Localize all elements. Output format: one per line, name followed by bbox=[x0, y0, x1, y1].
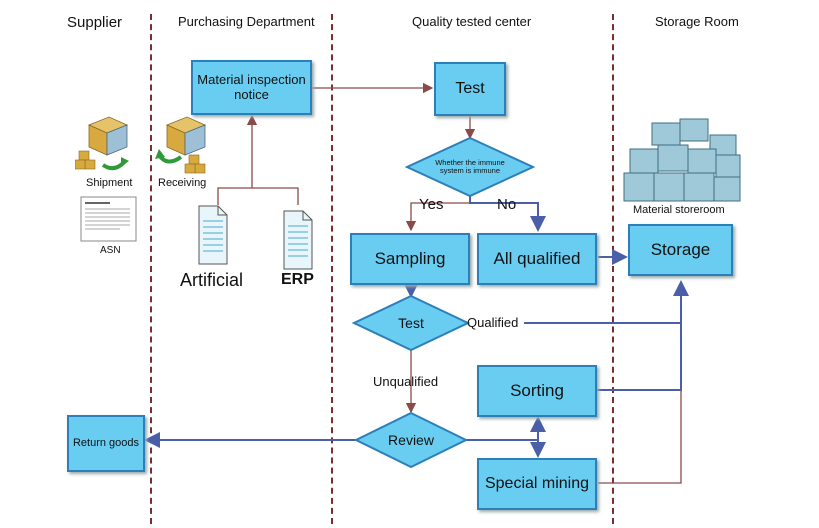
receiving-label: Receiving bbox=[158, 177, 207, 189]
sorting-box[interactable]: Sorting bbox=[477, 365, 597, 417]
artificial-label: Artificial bbox=[180, 270, 244, 290]
artificial-document-icon bbox=[198, 205, 228, 265]
asn-document-icon bbox=[80, 196, 137, 242]
sampling-box[interactable]: Sampling bbox=[350, 233, 470, 285]
material-inspection-notice-box[interactable]: Material inspection notice bbox=[191, 60, 312, 115]
lane-title-purchasing: Purchasing Department bbox=[178, 14, 315, 29]
edge-label-qualified: Qualified bbox=[467, 315, 519, 330]
immune-check-diamond bbox=[404, 136, 536, 198]
special-mining-box[interactable]: Special mining bbox=[477, 458, 597, 510]
shipment-icon bbox=[75, 116, 129, 171]
lane-divider-3 bbox=[612, 14, 614, 524]
material-storeroom-icon bbox=[623, 118, 741, 202]
erp-label: ERP bbox=[281, 271, 314, 288]
lane-title-quality: Quality tested center bbox=[412, 14, 532, 29]
lane-title-supplier: Supplier bbox=[67, 14, 123, 31]
edge-label-yes: Yes bbox=[419, 196, 444, 213]
edge-label-no: No bbox=[497, 196, 517, 213]
shipment-label: Shipment bbox=[86, 177, 133, 189]
material-storeroom-label: Material storeroom bbox=[633, 204, 725, 216]
return-goods-box[interactable]: Return goods bbox=[67, 415, 145, 472]
lane-divider-1 bbox=[150, 14, 152, 524]
review-diamond bbox=[353, 411, 469, 469]
lane-title-storage: Storage Room bbox=[655, 14, 739, 29]
asn-label: ASN bbox=[100, 245, 121, 256]
storage-box[interactable]: Storage bbox=[628, 224, 733, 276]
test-diamond bbox=[351, 294, 471, 352]
erp-document-icon bbox=[283, 210, 313, 270]
lane-divider-2 bbox=[331, 14, 333, 524]
test-diamond-label: Test bbox=[398, 315, 424, 331]
immune-check-label: Whether the immune system is immune bbox=[435, 158, 505, 175]
all-qualified-box[interactable]: All qualified bbox=[477, 233, 597, 285]
receiving-icon bbox=[155, 116, 207, 174]
edge-label-unqualified: Unqualified bbox=[373, 374, 439, 389]
review-diamond-label: Review bbox=[388, 432, 434, 448]
test-box[interactable]: Test bbox=[434, 62, 506, 116]
